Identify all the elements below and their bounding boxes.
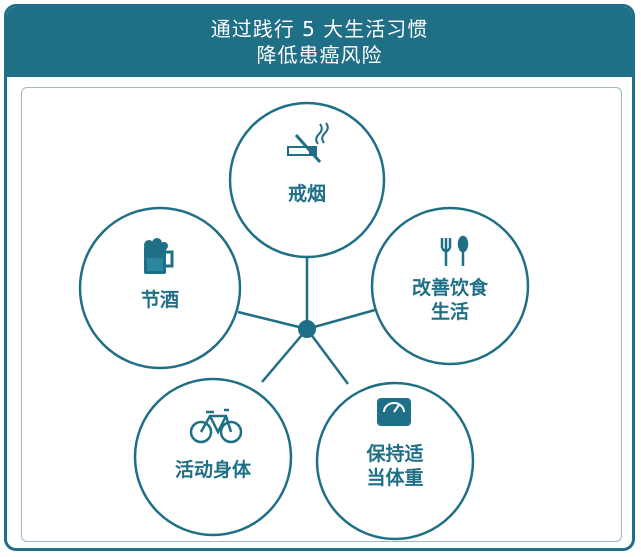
header-title-line2: 降低患癌风险	[256, 43, 383, 67]
scale-icon	[377, 398, 411, 426]
habit-label-activity: 活动身体	[143, 458, 283, 482]
habit-label-weight-line1: 保持适	[366, 443, 424, 465]
connector-line-weight	[305, 328, 350, 385]
connector-line-limit-alcohol	[237, 310, 308, 331]
habit-label-activity-line1: 活动身体	[174, 459, 251, 481]
header-banner: 通过践行 5 大生活习惯 降低患癌风险	[7, 7, 632, 77]
header-title-line1: 通过践行 5 大生活习惯	[210, 17, 429, 41]
habit-circle-limit-alcohol	[78, 206, 242, 370]
habit-circle-diet	[370, 206, 530, 366]
habit-label-weight: 保持适 当体重	[325, 442, 465, 490]
habit-label-limit-alcohol: 节酒	[90, 288, 230, 312]
connector-line-activity	[261, 328, 308, 383]
habit-label-quit-smoking: 戒烟	[237, 182, 377, 206]
connector-line-diet	[306, 308, 376, 331]
center-hub	[298, 320, 316, 338]
connector-lines	[237, 256, 376, 385]
habit-circle-quit-smoking	[228, 101, 386, 259]
no-smoking-icon	[287, 122, 329, 163]
habit-label-weight-line2: 当体重	[366, 467, 424, 489]
fork-knife-icon	[440, 235, 469, 266]
habit-label-quit-smoking-line1: 戒烟	[287, 183, 326, 205]
content-box	[21, 87, 622, 542]
habit-label-diet: 改善饮食 生活	[380, 276, 520, 324]
habit-label-diet-line1: 改善饮食	[411, 277, 488, 299]
habit-label-limit-alcohol-line1: 节酒	[140, 289, 179, 311]
beer-mug-icon	[144, 238, 174, 274]
habit-label-diet-line2: 生活	[430, 301, 469, 323]
habit-circle-weight	[315, 381, 475, 541]
habit-circle-activity	[133, 377, 293, 537]
bicycle-icon	[189, 408, 243, 444]
